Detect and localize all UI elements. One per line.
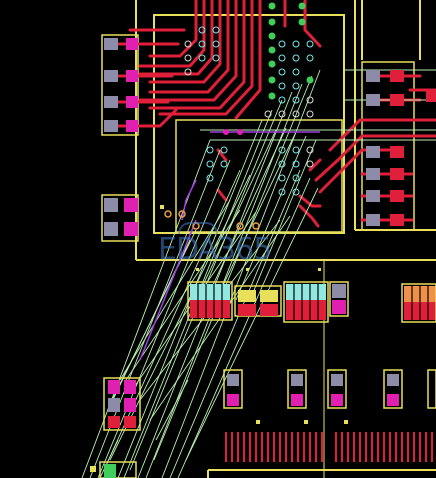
via-grid-white xyxy=(184,40,314,168)
connector-pin-stripes xyxy=(197,284,429,320)
left-pad-column xyxy=(104,38,138,236)
right-pad-column xyxy=(366,70,436,226)
via-grid xyxy=(198,26,314,196)
purple-net-traces xyxy=(139,129,320,361)
small-markers xyxy=(164,210,260,230)
lower-footprints xyxy=(90,369,436,478)
component-outlines xyxy=(101,0,436,478)
silkscreen-marks xyxy=(160,205,348,424)
via-grid-green xyxy=(268,2,314,100)
connector-outlines xyxy=(187,281,436,323)
watermark-arc xyxy=(178,222,218,234)
fine-pitch-connector xyxy=(225,432,433,462)
